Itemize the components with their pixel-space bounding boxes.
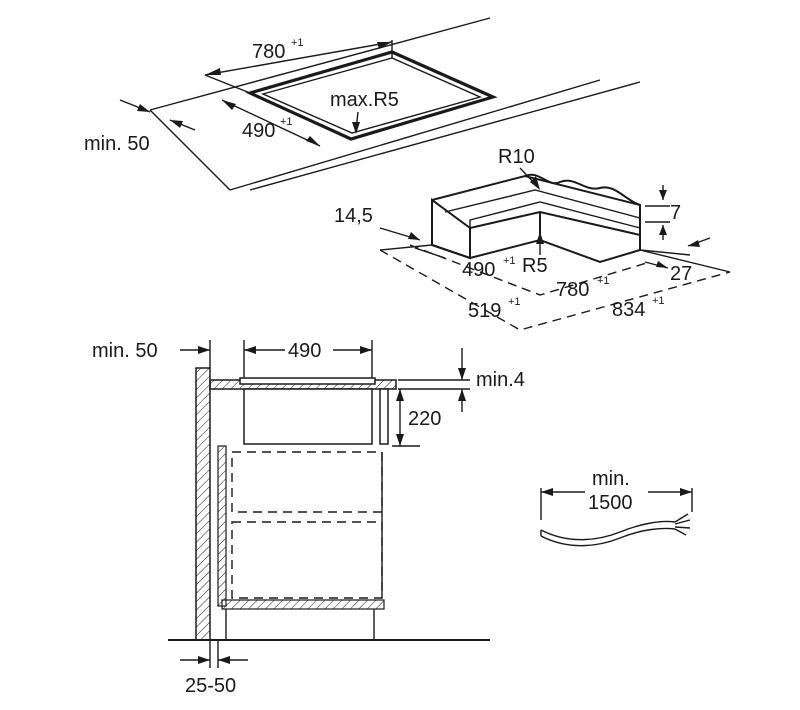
- arrow-icon: [541, 488, 553, 496]
- hob-glass: [239, 377, 376, 385]
- worktop-front-edge-2: [249, 81, 641, 191]
- worktop-front-edge-1: [229, 79, 601, 191]
- cutout-depth-tol: +1: [280, 116, 293, 128]
- frame-height-label: 7: [670, 202, 681, 224]
- cable-label-line2: 1500: [588, 492, 633, 514]
- arrow-icon: [137, 104, 150, 112]
- footprint-ext: [379, 244, 433, 251]
- frame-width-label: 780: [556, 279, 589, 301]
- footprint-ext-right: [639, 249, 731, 273]
- frame-offset-label: 14,5: [334, 205, 373, 227]
- arrow-icon: [244, 346, 256, 354]
- dim-line-780: [204, 41, 393, 76]
- section-height-label: 220: [408, 408, 441, 430]
- arrow-icon: [218, 656, 230, 664]
- frame-top-groove: [444, 189, 641, 219]
- frame-bottom-edge: [469, 235, 641, 264]
- frame-footprint-outer: [379, 249, 731, 331]
- back-wall: [195, 367, 211, 641]
- arrow-icon: [205, 68, 221, 75]
- side-ext: [639, 249, 691, 256]
- worktop-cutout-view: 780 +1 490 +1 max.R5 min. 50: [84, 17, 641, 191]
- hob-body: [243, 388, 373, 445]
- frame-break-line: [524, 173, 641, 206]
- frame-depth-tol: +1: [503, 255, 516, 267]
- power-cable-view: min. 1500: [540, 468, 693, 547]
- arrow-icon: [396, 389, 404, 401]
- frame-front-face: [431, 198, 471, 260]
- dim-line-490: [221, 99, 321, 147]
- cabinet-section-view: min. 50 490 min.4 220 25-50: [92, 340, 525, 697]
- arrow-icon: [458, 368, 466, 380]
- corner-radius-label: max.R5: [330, 89, 399, 111]
- frame-outer-depth-label: 519: [468, 300, 501, 322]
- frame-outer-width-label: 834: [612, 299, 645, 321]
- edge-distance-label: min. 50: [84, 133, 150, 155]
- cabinet-front-rail: [379, 388, 389, 445]
- arrow-icon: [458, 389, 466, 401]
- arrow-icon: [170, 120, 183, 128]
- arrow-icon: [377, 42, 392, 49]
- frame-r10-label: R10: [498, 146, 535, 168]
- drawer-lower: [231, 521, 383, 599]
- cabinet-side-panel: [217, 445, 227, 607]
- section-edge-label: min. 50: [92, 340, 158, 362]
- wall-distance-label: 25-50: [185, 675, 236, 697]
- dim-ext-780-left: [204, 74, 251, 94]
- arrow-icon: [688, 240, 700, 247]
- frame-footprint-inner: [409, 244, 651, 296]
- section-gap-label: min.4: [476, 369, 525, 391]
- arrow-icon: [360, 346, 372, 354]
- arrow-icon: [536, 232, 544, 244]
- arrow-icon: [680, 488, 692, 496]
- cable-line-bottom: [540, 527, 676, 547]
- arrow-icon: [659, 225, 667, 235]
- arrow-icon: [222, 100, 236, 110]
- arrow-icon: [198, 656, 210, 664]
- frame-side-label: 27: [670, 263, 692, 285]
- worktop-back-edge: [149, 17, 491, 111]
- arrow-icon: [530, 176, 540, 190]
- arrow-icon: [396, 434, 404, 446]
- frame-outer-width-tol: +1: [652, 295, 665, 307]
- cutout-width-tol: +1: [291, 37, 304, 49]
- arrow-icon: [198, 346, 210, 354]
- frame-profile-view: R10 R5 14,5 7 27 490 +1 780: [334, 146, 731, 331]
- cutout-inner-edge: [260, 57, 483, 134]
- arrow-icon: [306, 136, 320, 146]
- frame-r5-label: R5: [522, 255, 548, 277]
- cutout-width-label: 780: [252, 41, 285, 63]
- drawer-upper: [231, 451, 383, 513]
- arrow-icon: [656, 261, 668, 268]
- worktop-side-edge: [149, 109, 231, 191]
- cable-wires-icon: [674, 513, 691, 536]
- cable-label-line1: min.: [592, 468, 630, 490]
- arrow-icon: [408, 232, 420, 240]
- cutout-outline: [245, 50, 498, 141]
- arrow-icon: [352, 122, 360, 134]
- cable-line-top: [540, 520, 676, 541]
- frame-depth-label: 490: [462, 259, 495, 281]
- cabinet-bottom: [221, 599, 385, 610]
- frame-outer-depth-tol: +1: [508, 296, 521, 308]
- frame-inner-ledge: [469, 201, 641, 229]
- arrow-icon: [659, 190, 667, 200]
- frame-width-tol: +1: [597, 275, 610, 287]
- cutout-depth-label: 490: [242, 120, 275, 142]
- section-width-label: 490: [288, 340, 321, 362]
